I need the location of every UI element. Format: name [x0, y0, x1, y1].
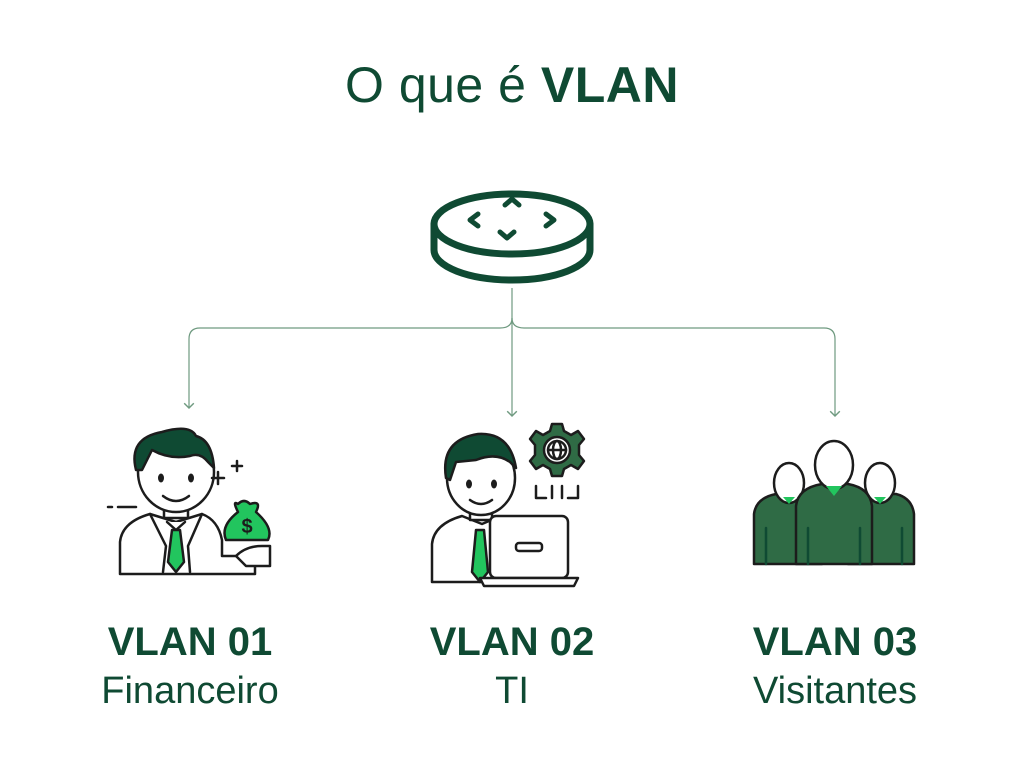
- title-emphasis: VLAN: [540, 57, 679, 113]
- diagram-title: O que é VLAN: [0, 56, 1024, 114]
- connector-vlan-03: [511, 317, 841, 418]
- vlan-02-desc: TI: [495, 670, 529, 712]
- finance-person-icon: $: [106, 427, 272, 576]
- visitors-group-icon: [752, 439, 916, 566]
- it-person-icon: [430, 422, 586, 588]
- router-icon: [430, 190, 594, 284]
- vlan-01-desc: Financeiro: [101, 670, 279, 712]
- vlan-03-desc: Visitantes: [752, 670, 918, 712]
- vlan-02-name: VLAN 02: [429, 620, 595, 664]
- vlan-01-name: VLAN 01: [107, 620, 273, 664]
- svg-text:$: $: [241, 516, 252, 538]
- title-prefix: O que é: [345, 57, 527, 113]
- vlan-03-label: VLAN 03 Visitantes: [685, 618, 985, 716]
- vlan-03-name: VLAN 03: [752, 620, 918, 664]
- vlan-02-label: VLAN 02 TI: [362, 618, 662, 716]
- connector-vlan-01: [183, 317, 513, 410]
- connector-lines: [183, 288, 841, 418]
- vlan-01-label: VLAN 01 Financeiro: [40, 618, 340, 716]
